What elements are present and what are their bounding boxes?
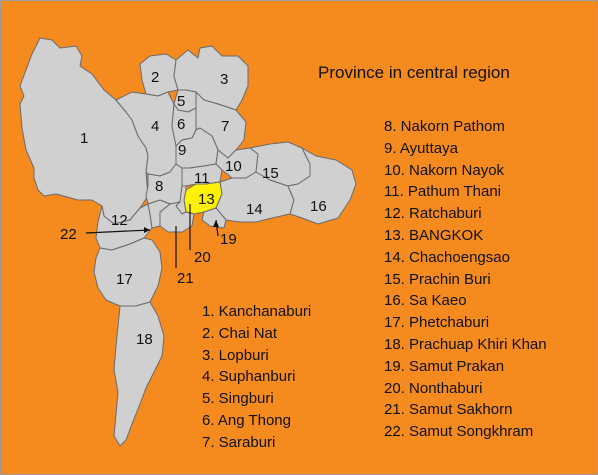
legend-item: 2. Chai Nat — [202, 324, 278, 342]
legend-item: 10. Nakorn Nayok — [384, 161, 505, 179]
province-number-15: 15 — [262, 165, 279, 182]
legend-item: 12. Ratchaburi — [384, 205, 482, 223]
province-number-18: 18 — [136, 331, 153, 348]
legend-list-right: 8. Nakorn Pathom 9. Ayuttaya 10. Nakorn … — [384, 116, 547, 443]
province-number-6: 6 — [177, 116, 185, 133]
legend-item: 3. Lopburi — [202, 346, 269, 364]
province-number-2: 2 — [151, 69, 159, 86]
province-number-21: 21 — [177, 270, 194, 287]
arrowhead-19 — [213, 220, 219, 227]
province-number-8: 8 — [155, 178, 163, 195]
province-number-20: 20 — [194, 249, 211, 266]
leader-lines — [85, 204, 219, 268]
province-number-7: 7 — [221, 118, 229, 135]
province-number-16: 16 — [310, 198, 327, 215]
legend-item: 14. Chachoengsao — [384, 248, 510, 266]
province-number-3: 3 — [220, 71, 228, 88]
province-number-22: 22 — [60, 226, 77, 243]
legend-item: 19. Samut Prakan — [384, 357, 505, 375]
legend-item: 8. Nakorn Pathom — [384, 118, 505, 135]
legend-item: 16. Sa Kaeo — [384, 292, 467, 310]
arrowhead-22 — [144, 227, 150, 233]
map-title: Province in central region — [318, 63, 510, 82]
legend-item: 11. Pathum Thani — [384, 183, 502, 201]
legend-item: 9. Ayuttaya — [384, 139, 458, 157]
province-number-17: 17 — [116, 271, 133, 288]
legend-item: 17. Phetchaburi — [384, 314, 490, 332]
province-sa-kaeo[interactable] — [287, 147, 357, 225]
province-number-11: 11 — [194, 170, 210, 187]
province-samut-prakan[interactable] — [201, 207, 227, 229]
province-number-19: 19 — [220, 231, 237, 248]
province-number-10: 10 — [225, 158, 242, 175]
province-number-5: 5 — [177, 93, 185, 110]
legend-item: 15. Prachin Buri — [384, 270, 491, 288]
legend-item: 1. Kanchanaburi — [202, 303, 312, 320]
province-number-9: 9 — [178, 142, 186, 159]
legend-item: 22. Samut Songkhram — [384, 423, 534, 441]
province-phetchaburi[interactable] — [93, 237, 163, 307]
legend-item: 21. Samut Sakhorn — [384, 401, 513, 419]
legend-item: 6. Ang Thong — [202, 411, 291, 429]
legend-item: 4. Suphanburi — [202, 368, 296, 386]
province-number-1: 1 — [80, 130, 88, 147]
legend-item: 13. BANGKOK — [384, 226, 484, 244]
province-samut-songkhram[interactable] — [147, 199, 171, 229]
legend-item: 5. Singburi — [202, 390, 274, 408]
leader-line-22 — [85, 229, 151, 234]
province-number-13: 13 — [198, 191, 215, 208]
province-number-labels: 1 2 3 4 5 6 7 8 9 10 11 12 13 14 15 16 1… — [60, 69, 327, 348]
province-number-12: 12 — [111, 212, 128, 229]
province-number-14: 14 — [246, 201, 263, 218]
legend-item: 20. Nonthaburi — [384, 379, 483, 397]
legend-list-left: 1. Kanchanaburi 2. Chai Nat 3. Lopburi 4… — [202, 301, 311, 454]
province-prachuap-khiri-khan[interactable] — [113, 301, 165, 447]
legend-item: 18. Prachuap Khiri Khan — [384, 335, 547, 353]
legend-item: 7. Saraburi — [202, 433, 276, 451]
province-number-4: 4 — [151, 118, 159, 135]
